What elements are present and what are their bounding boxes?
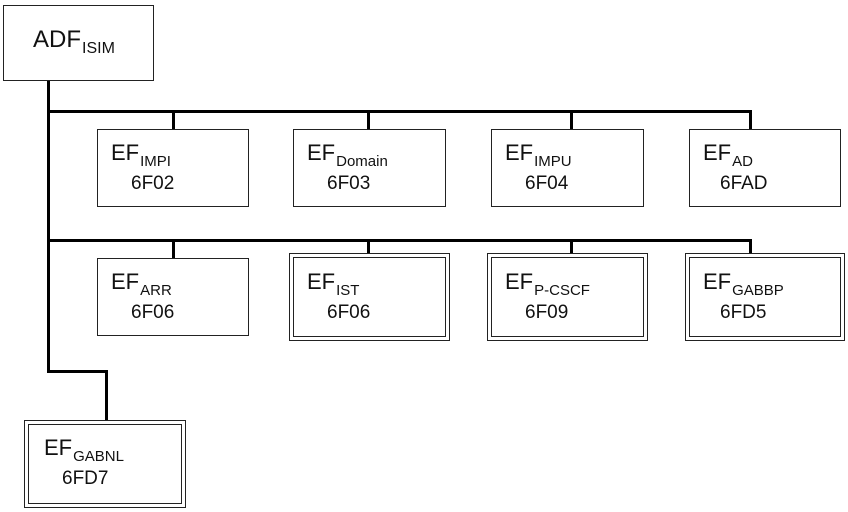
ef-gabnl-subscript: GABNL (73, 448, 124, 465)
ef-gabbp-name: EF (703, 269, 732, 294)
ef-pcscf-box: EFP-CSCF 6F09 (487, 253, 648, 341)
ef-ad-code: 6FAD (720, 173, 768, 194)
ef-ist-box: EFIST 6F06 (289, 253, 450, 341)
ef-domain-label: EFDomain (307, 140, 388, 170)
branch-line-impi (172, 110, 175, 130)
ef-arr-name: EF (111, 269, 140, 294)
adf-name: ADF (33, 26, 81, 53)
ef-impu-box: EFIMPU 6F04 (491, 129, 644, 207)
ef-pcscf-name: EF (505, 269, 534, 294)
branch-line-arr (172, 239, 175, 259)
branch-line-pcscf (570, 239, 573, 255)
ef-domain-box: EFDomain 6F03 (293, 129, 446, 207)
adf-isim-label: ADFISIM (33, 26, 115, 57)
elbow-horizontal (47, 370, 108, 373)
bus-line-row2 (47, 239, 752, 242)
ef-ad-name: EF (703, 140, 732, 165)
ef-pcscf-subscript: P-CSCF (534, 282, 590, 299)
ef-impu-name: EF (505, 140, 534, 165)
ef-impi-code: 6F02 (131, 173, 175, 194)
adf-subscript: ISIM (82, 40, 115, 57)
ef-impu-code: 6F04 (525, 173, 569, 194)
ef-impu-label: EFIMPU (505, 140, 572, 170)
ef-gabbp-label: EFGABBP (703, 269, 784, 299)
bus-line-row1 (47, 110, 752, 113)
branch-line-domain (367, 110, 370, 130)
ef-pcscf-code: 6F09 (525, 302, 569, 323)
ef-arr-subscript: ARR (140, 282, 172, 299)
ef-gabbp-code: 6FD5 (720, 302, 767, 323)
trunk-line (47, 80, 50, 372)
ef-gabnl-name: EF (44, 435, 73, 460)
ef-gabnl-label: EFGABNL (44, 435, 124, 465)
elbow-vertical (105, 370, 108, 422)
ef-impi-subscript: IMPI (140, 153, 171, 170)
ef-ad-subscript: AD (732, 153, 753, 170)
ef-impi-name: EF (111, 140, 140, 165)
adf-isim-box: ADFISIM (3, 5, 154, 81)
ef-arr-code: 6F06 (131, 302, 175, 323)
branch-line-ad (749, 110, 752, 130)
ef-ad-box: EFAD 6FAD (689, 129, 841, 207)
ef-impi-label: EFIMPI (111, 140, 171, 170)
ef-ad-label: EFAD (703, 140, 753, 170)
ef-domain-name: EF (307, 140, 336, 165)
ef-arr-label: EFARR (111, 269, 172, 299)
ef-gabnl-code: 6FD7 (62, 468, 109, 489)
branch-line-impu (570, 110, 573, 130)
ef-ist-label: EFIST (307, 269, 359, 299)
ef-arr-box: EFARR 6F06 (97, 258, 249, 336)
ef-domain-subscript: Domain (336, 153, 388, 170)
ef-ist-name: EF (307, 269, 336, 294)
ef-gabbp-subscript: GABBP (732, 282, 784, 299)
ef-pcscf-label: EFP-CSCF (505, 269, 590, 299)
ef-domain-code: 6F03 (327, 173, 371, 194)
ef-impu-subscript: IMPU (534, 153, 572, 170)
ef-ist-code: 6F06 (327, 302, 371, 323)
ef-ist-subscript: IST (336, 282, 360, 299)
ef-impi-box: EFIMPI 6F02 (97, 129, 249, 207)
ef-gabbp-box: EFGABBP 6FD5 (685, 253, 845, 341)
branch-line-gabbp (749, 239, 752, 255)
ef-gabnl-box: EFGABNL 6FD7 (24, 420, 186, 508)
branch-line-ist (367, 239, 370, 255)
